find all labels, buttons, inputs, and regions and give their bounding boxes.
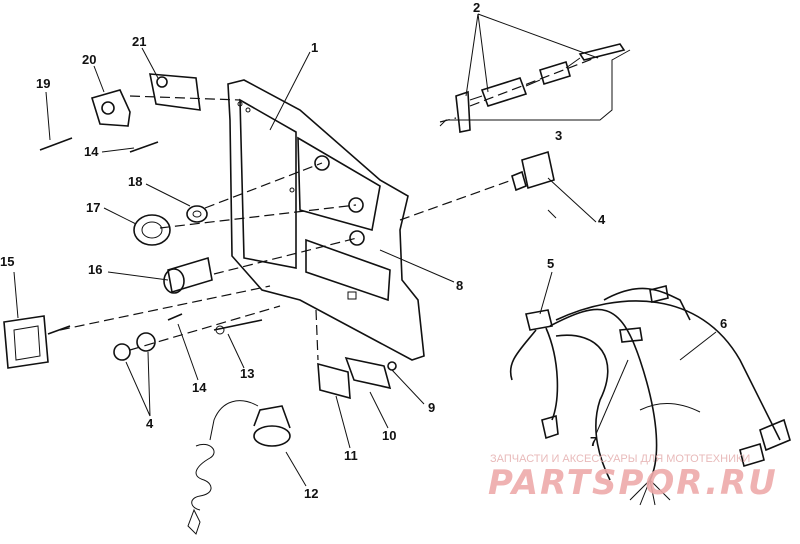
washer-nut-switch [133,205,213,294]
callout-20: 20 [82,52,96,67]
callout-labels: 1 2 3 4 4 5 6 7 8 9 10 11 12 13 14 14 15… [0,0,727,501]
toggle-switch [511,150,555,192]
callout-4-washers: 4 [146,416,154,431]
callout-9: 9 [428,400,435,415]
callout-17: 17 [86,200,100,215]
bracket-plates [317,356,397,400]
callout-4-toggle: 4 [598,212,606,227]
callout-21: 21 [132,34,146,49]
callout-12: 12 [304,486,318,501]
watermark-logo: PARTSPOR.RU [488,463,778,503]
key-and-hardware [3,313,263,369]
callout-11: 11 [344,448,358,463]
callout-18: 18 [128,174,142,189]
callout-13: 13 [240,366,254,381]
wiring-harness [509,285,791,506]
callout-8: 8 [456,278,463,293]
callout-16: 16 [88,262,102,277]
callout-1: 1 [311,40,318,55]
callout-6: 6 [720,316,727,331]
callout-15: 15 [0,254,14,269]
callout-14-upper: 14 [84,144,99,159]
callout-19: 19 [36,76,50,91]
leader-lines [13,13,717,487]
mounting-panel [227,79,425,361]
tether-cap [187,400,291,535]
callout-5: 5 [547,256,554,271]
callout-3: 3 [555,128,562,143]
callout-14-lower: 14 [192,380,207,395]
watermark: ЗАПЧАСТИ И АКСЕССУАРЫ ДЛЯ МОТОТЕХНИКИ PA… [488,453,778,503]
bracket-assembly [39,73,201,153]
callout-2: 2 [473,0,480,15]
callout-7: 7 [590,434,597,449]
alignment-lines [59,55,601,361]
ignition-switch-assembly [455,43,626,133]
watermark-tagline: ЗАПЧАСТИ И АКСЕССУАРЫ ДЛЯ МОТОТЕХНИКИ [490,453,750,465]
callout-10: 10 [382,428,396,443]
